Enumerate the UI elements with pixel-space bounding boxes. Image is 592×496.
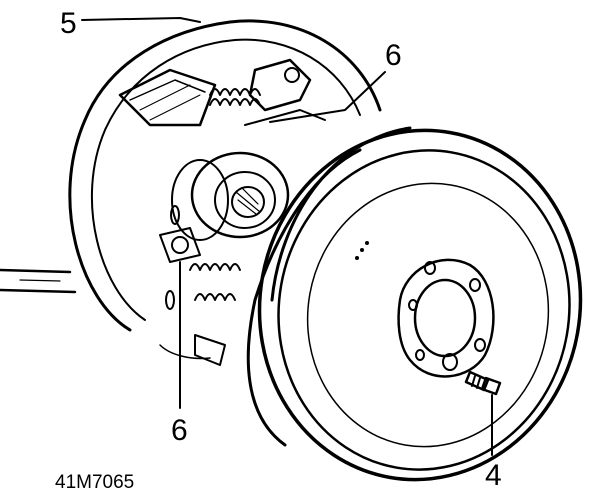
- callout-adjuster-top: 6: [385, 39, 402, 72]
- callout-adjuster-bottom: 6: [171, 414, 188, 447]
- axle-stub: [0, 268, 77, 294]
- retaining-screw: [464, 370, 502, 396]
- backplate-assembly: [68, 19, 382, 366]
- brake-drum: [246, 126, 583, 482]
- callout-backplate: 5: [60, 7, 77, 40]
- leader-lines: [81, 17, 493, 456]
- callout-drum-screw: 4: [485, 459, 502, 492]
- figure-reference-code: 41M7065: [55, 472, 134, 493]
